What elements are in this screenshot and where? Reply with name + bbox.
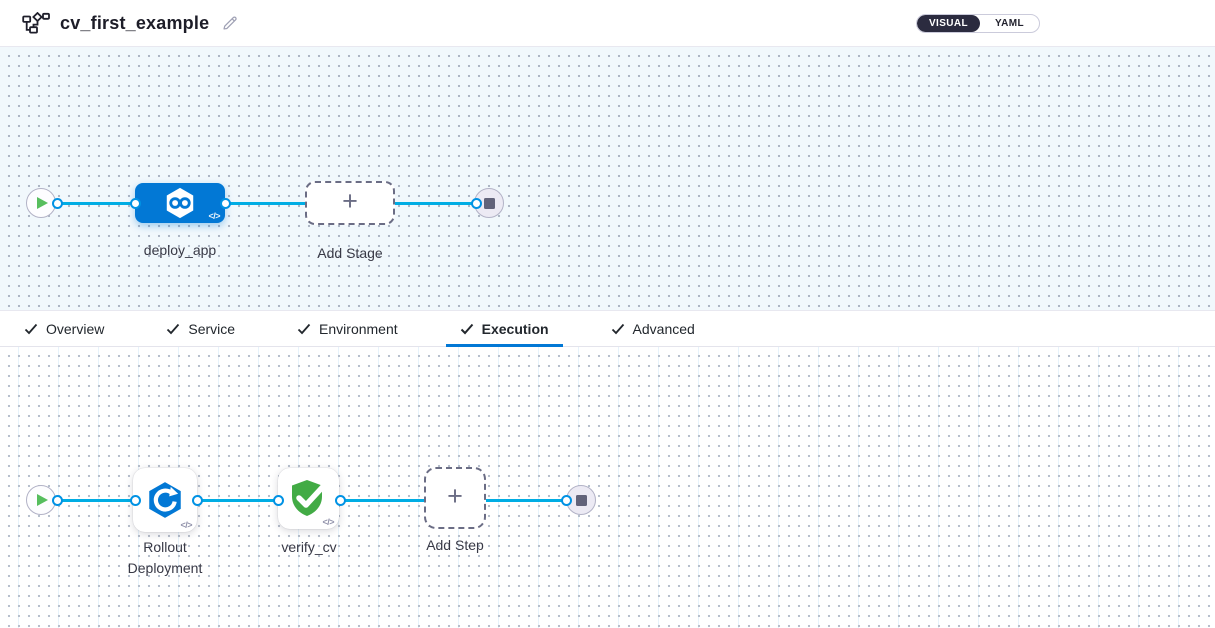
cd-hexagon-infinity-icon (166, 187, 194, 219)
play-icon (37, 197, 48, 209)
tab-overview[interactable]: Overview (10, 311, 118, 346)
verify-shield-check-icon (291, 479, 327, 516)
stage-node-deploy-app[interactable]: </> (135, 183, 225, 223)
stop-icon (575, 494, 587, 506)
connector-line (339, 499, 426, 502)
pipeline-start-node (26, 188, 56, 218)
tab-advanced[interactable]: Advanced (597, 311, 709, 346)
tab-environment[interactable]: Environment (283, 311, 412, 346)
connector-port (192, 495, 203, 506)
connector-line (53, 202, 137, 205)
play-icon (37, 494, 48, 506)
stage-canvas[interactable]: </> deploy_app + Add Stage (0, 47, 1215, 310)
edit-pencil-icon[interactable] (221, 14, 239, 32)
execution-canvas[interactable]: </> Rollout Deployment </> verify_cv + A… (0, 347, 1215, 628)
execution-start-node (26, 485, 56, 515)
connector-line (53, 499, 135, 502)
code-view-badge: </> (180, 520, 192, 530)
code-view-badge: </> (208, 211, 220, 221)
add-step-button[interactable]: + (424, 467, 486, 529)
check-icon (24, 323, 38, 334)
connector-line (395, 202, 477, 205)
connector-line (486, 499, 568, 502)
connector-port (52, 495, 63, 506)
plus-icon: + (342, 186, 358, 216)
page-title: cv_first_example (60, 12, 210, 33)
connector-line (225, 202, 307, 205)
stage-config-tabs: Overview Service Environment Execution A… (0, 310, 1215, 347)
k8s-rollout-icon (149, 482, 181, 518)
step-label: verify_cv (281, 539, 337, 555)
connector-port (273, 495, 284, 506)
toggle-visual-button[interactable]: VISUAL (917, 14, 980, 32)
check-icon (167, 323, 180, 334)
add-step-label: Add Step (426, 537, 484, 553)
code-view-badge: </> (322, 517, 334, 527)
pipeline-end-node (474, 188, 504, 218)
connector-port (471, 198, 482, 209)
toggle-yaml-button[interactable]: YAML (994, 17, 1024, 29)
check-icon (297, 323, 311, 334)
tab-execution[interactable]: Execution (445, 311, 563, 347)
connector-port (335, 495, 346, 506)
connector-port (130, 198, 141, 209)
add-stage-button[interactable]: + (305, 181, 395, 225)
step-node-rollout-deployment[interactable]: </> (133, 468, 197, 532)
connector-line (197, 499, 278, 502)
stop-icon (483, 197, 495, 209)
connector-port (220, 198, 231, 209)
connector-port (130, 495, 141, 506)
step-node-verify-cv[interactable]: </> (278, 468, 339, 529)
step-label: Rollout Deployment (127, 539, 203, 576)
header: cv_first_example VISUAL YAML (0, 0, 1215, 47)
connector-port (52, 198, 63, 209)
add-stage-label: Add Stage (317, 245, 383, 261)
check-icon (460, 323, 473, 334)
pipeline-graph-icon (22, 12, 50, 34)
view-toggle: VISUAL YAML (916, 13, 1040, 33)
plus-icon: + (447, 481, 463, 511)
tab-service[interactable]: Service (152, 311, 249, 346)
connector-port (561, 495, 572, 506)
check-icon (611, 323, 624, 334)
stage-label: deploy_app (143, 242, 217, 258)
